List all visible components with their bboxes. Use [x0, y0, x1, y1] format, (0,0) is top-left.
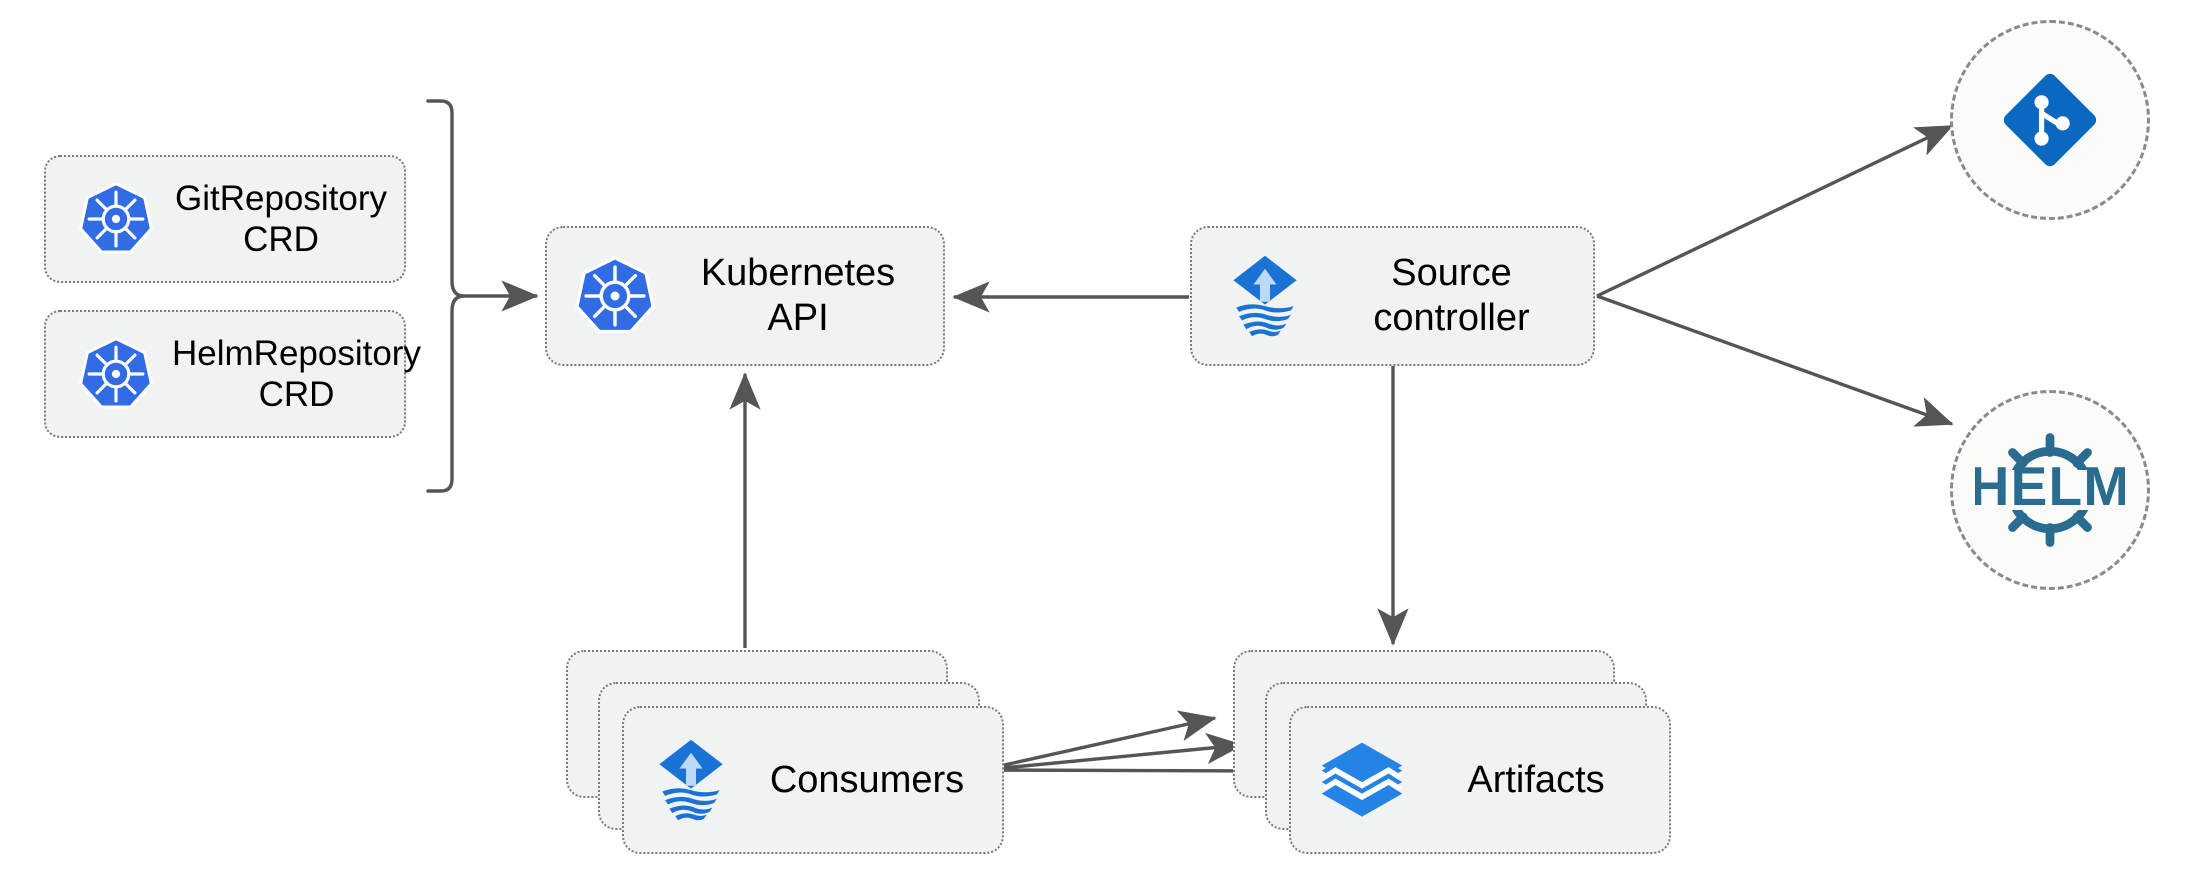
node-label: Artifacts — [1467, 758, 1605, 801]
kubernetes-icon — [60, 335, 172, 413]
helm-icon: HELM — [1975, 433, 2125, 547]
node-consumers[interactable]: Consumers — [622, 706, 1004, 854]
arrow-source-controller-to-git — [1596, 124, 1954, 298]
arrow-source-controller-to-helm — [1596, 294, 1954, 427]
node-label: HelmRepository CRD — [172, 333, 421, 414]
crd-bracket — [426, 99, 465, 493]
flux-icon — [1206, 250, 1324, 342]
helm-wordmark: HELM — [1975, 455, 2125, 517]
node-helm[interactable]: HELM — [1950, 390, 2150, 590]
node-helm-repository-crd[interactable]: HelmRepository CRD — [44, 310, 421, 438]
node-kubernetes-api[interactable]: Kubernetes API — [545, 226, 945, 366]
node-label: Source controller — [1373, 252, 1530, 339]
flux-icon — [636, 734, 746, 826]
arrow-consumers-to-artifacts-3 — [981, 755, 1274, 787]
arrow-consumers-to-artifacts-1 — [981, 710, 1217, 772]
node-label: Kubernetes API — [700, 252, 896, 339]
layers-icon — [1307, 734, 1417, 826]
node-git-repository-crd[interactable]: GitRepository CRD — [44, 155, 406, 283]
node-source-controller[interactable]: Source controller — [1190, 226, 1595, 366]
node-label: GitRepository CRD — [174, 178, 388, 259]
node-label: Consumers — [769, 758, 965, 801]
kubernetes-icon — [563, 254, 667, 338]
node-git[interactable] — [1950, 20, 2150, 220]
kubernetes-icon — [60, 180, 172, 258]
git-icon — [2003, 73, 2097, 167]
node-artifacts[interactable]: Artifacts — [1289, 706, 1671, 854]
arrow-consumers-to-artifacts-2 — [981, 732, 1244, 772]
